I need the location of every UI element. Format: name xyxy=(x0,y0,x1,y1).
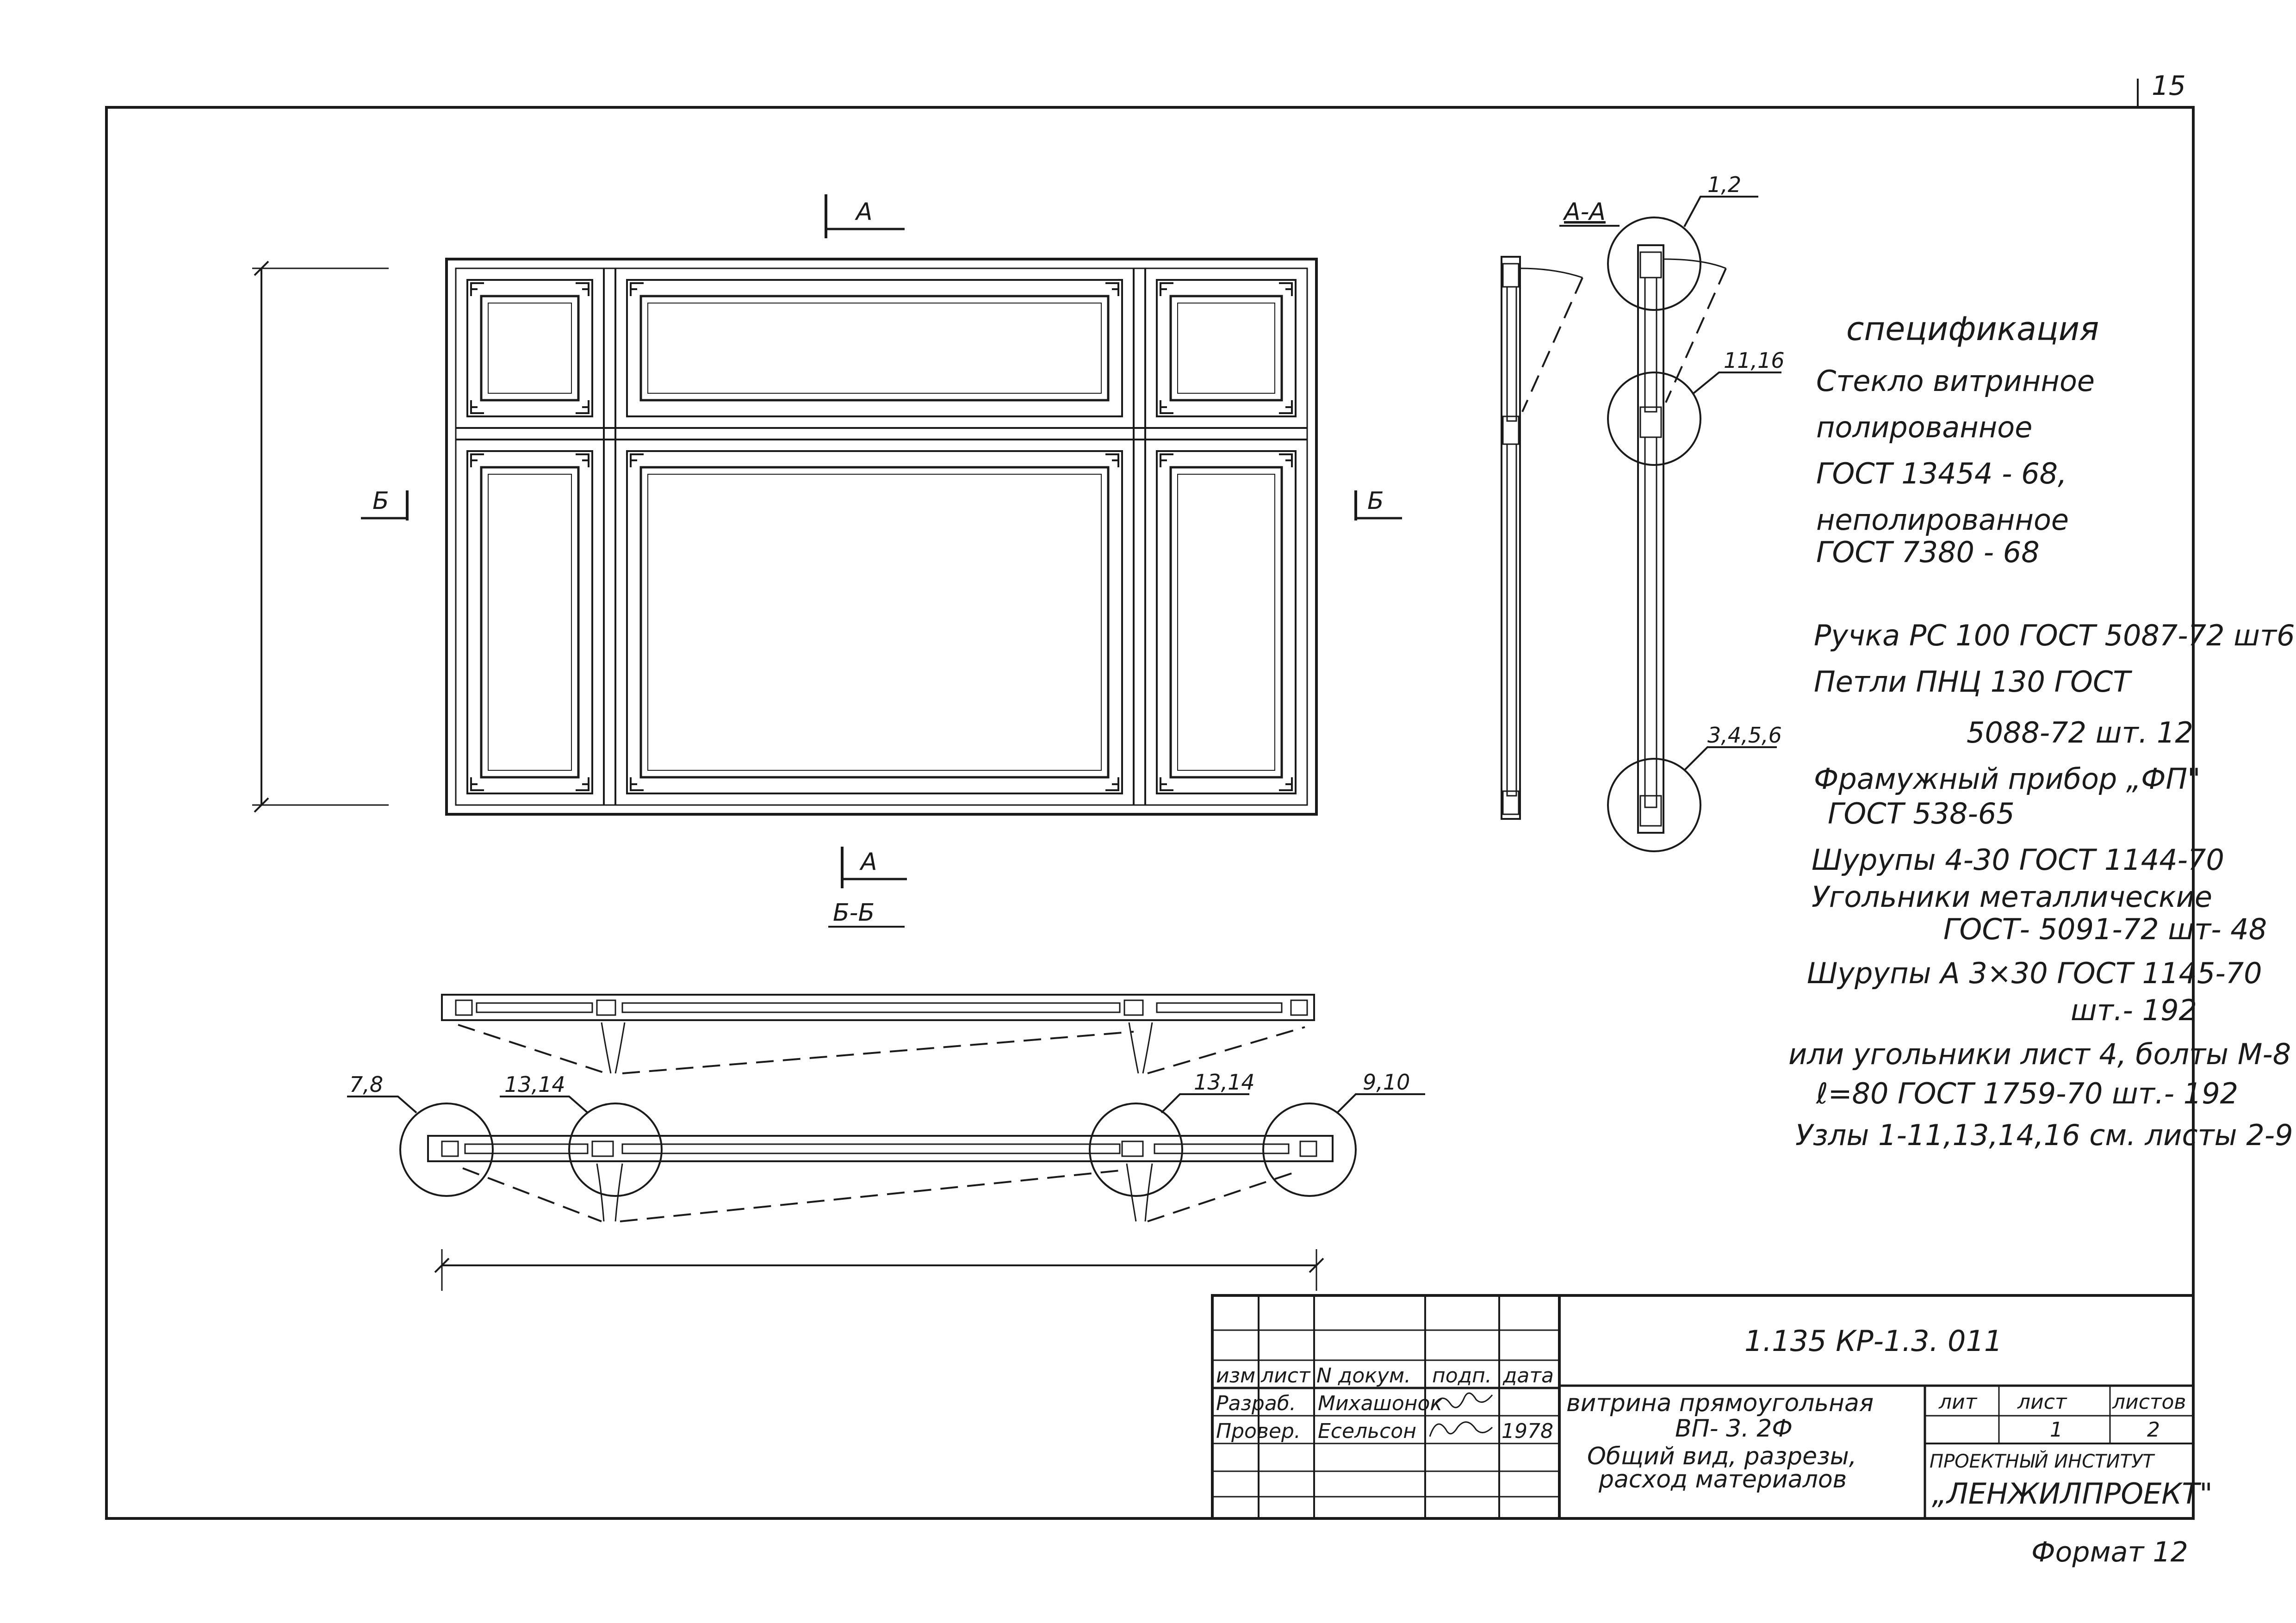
bb-upper-frame xyxy=(441,994,1315,1021)
cut-b-label-left: Б xyxy=(372,487,389,515)
cut-marker-a-bottom: А xyxy=(841,847,907,888)
bb-node-circle-left-inner xyxy=(568,1103,663,1197)
outer-frame xyxy=(445,258,1318,816)
callout-bb-right: 9,10 xyxy=(1363,1070,1410,1095)
aa-right-frame xyxy=(1637,244,1664,834)
spec-line-3: ГОСТ 13454 - 68, xyxy=(1816,457,2067,490)
title-block: изм лист N докум. подп. дата Разраб. Мих… xyxy=(1211,1294,2213,1520)
tb-sheet-header-lit: лит xyxy=(1938,1390,1978,1414)
front-elevation xyxy=(445,258,1318,816)
bb-node-circle-left xyxy=(399,1103,494,1197)
cut-a-label-top: А xyxy=(855,198,873,226)
tb-sheet-header-sheets: листов xyxy=(2112,1390,2186,1414)
spec-line-4: неполированное xyxy=(1816,503,2069,537)
sheet-frame xyxy=(105,106,2195,1520)
spec-line-18: Узлы 1-11,13,14,16 см. листы 2-9 xyxy=(1795,1118,2293,1152)
corner-brackets xyxy=(470,282,1293,791)
cut-marker-b-right: Б xyxy=(1354,487,1402,520)
spec-line-12: Угольники металлические xyxy=(1812,880,2212,914)
spec-line-16: или угольники лист 4, болты М-8 xyxy=(1788,1037,2291,1071)
tb-title-line-4: расход материалов xyxy=(1598,1466,1847,1493)
section-bb: Б-Б xyxy=(347,899,1425,1291)
sash-bottom-right xyxy=(1156,450,1297,794)
tb-title-line-1: витрина прямоугольная xyxy=(1566,1389,1874,1417)
tb-sheet-value: 1 xyxy=(2050,1418,2063,1442)
tb-role-checked: Провер. xyxy=(1216,1419,1301,1443)
format-label: Формат 12 xyxy=(2031,1536,2188,1568)
spec-line-11: Шурупы 4-30 ГОСТ 1144-70 xyxy=(1812,843,2224,877)
section-bb-title: Б-Б xyxy=(833,899,875,927)
page-number: 15 xyxy=(2152,70,2186,101)
spec-line-14: Шурупы А 3×30 ГОСТ 1145-70 xyxy=(1807,956,2262,990)
callout-bb-left: 7,8 xyxy=(349,1072,383,1097)
tb-institute-line-2: „ЛЕНЖИЛПРОЕКТ" xyxy=(1932,1477,2213,1511)
spec-line-5: ГОСТ 7380 - 68 xyxy=(1816,535,2040,569)
aa-node-circle-mid xyxy=(1607,372,1701,466)
tb-header-list: лист xyxy=(1260,1364,1311,1388)
spec-line-10: ГОСТ 538-65 xyxy=(1828,797,2015,830)
tb-title-line-2: ВП- 3. 2Ф xyxy=(1675,1415,1793,1443)
cut-marker-b-left: Б xyxy=(361,487,409,520)
cut-b-label-right: Б xyxy=(1367,487,1384,515)
bb-node-circle-right xyxy=(1262,1103,1357,1197)
tb-header-sign: подп. xyxy=(1432,1364,1492,1388)
cut-marker-a-top: А xyxy=(825,194,905,238)
cut-a-label-bottom: А xyxy=(859,848,877,876)
tb-role-developed: Разраб. xyxy=(1216,1392,1296,1415)
spec-line-9: Фрамужный прибор „ФП" xyxy=(1814,762,2201,796)
bb-lower-frame xyxy=(427,1135,1334,1162)
tb-date-checked: 1978 xyxy=(1502,1419,1553,1443)
aa-left-frame xyxy=(1501,256,1521,820)
signature-developed xyxy=(1431,1392,1493,1409)
sash-bottom-left xyxy=(466,450,593,794)
spec-line-13: ГОСТ- 5091-72 шт- 48 xyxy=(1943,912,2267,946)
tb-doc-code: 1.135 КР-1.3. 011 xyxy=(1744,1324,2002,1358)
aa-node-circle-top xyxy=(1607,217,1701,311)
specification: спецификация Стекло витринное полированн… xyxy=(1788,310,2295,1152)
sash-top-right xyxy=(1156,279,1297,417)
spec-line-8: 5088-72 шт. 12 xyxy=(1967,716,2193,750)
spec-line-6: Ручка РС 100 ГОСТ 5087-72 шт6 xyxy=(1814,619,2295,652)
spec-title: спецификация xyxy=(1846,310,2099,348)
section-aa-title: А-А xyxy=(1563,198,1606,226)
height-dimension xyxy=(252,260,389,813)
tb-name-checked: Есельсон xyxy=(1318,1419,1416,1443)
tb-sheet-header-sheet: лист xyxy=(2017,1390,2067,1414)
sash-top-center xyxy=(626,279,1123,417)
aa-node-circle-bottom xyxy=(1607,758,1701,852)
callout-aa-bottom: 3,4,5,6 xyxy=(1707,723,1782,748)
callout-aa-mid: 11,16 xyxy=(1724,348,1785,373)
spec-line-2: полированное xyxy=(1816,410,2032,444)
tb-sheets-value: 2 xyxy=(2147,1418,2160,1442)
signature-checked xyxy=(1429,1421,1493,1437)
tb-header-izm: изм xyxy=(1216,1364,1255,1388)
sash-bottom-center xyxy=(626,450,1123,794)
tb-header-date: дата xyxy=(1502,1364,1554,1388)
callout-bb-right-inner: 13,14 xyxy=(1194,1070,1255,1095)
tb-name-developed: Михашонок xyxy=(1318,1392,1442,1415)
outer-frame-inner-edge xyxy=(455,267,1308,806)
spec-line-1: Стекло витринное xyxy=(1816,364,2095,398)
spec-line-17: ℓ=80 ГОСТ 1759-70 шт.- 192 xyxy=(1816,1077,2238,1110)
spec-line-7: Петли ПНЦ 130 ГОСТ xyxy=(1814,665,2132,699)
tb-title-line-3: Общий вид, разрезы, xyxy=(1587,1443,1856,1470)
tb-header-doc: N докум. xyxy=(1316,1364,1411,1388)
tb-institute-line-1: ПРОЕКТНЫЙ ИНСТИТУТ xyxy=(1930,1450,2155,1472)
spec-line-15: шт.- 192 xyxy=(2071,993,2197,1027)
callout-aa-top: 1,2 xyxy=(1707,172,1741,197)
callout-bb-left-inner: 13,14 xyxy=(504,1072,565,1097)
section-aa: А-А 1,2 11,16 3,4,5,6 xyxy=(1501,172,1785,852)
sash-top-left xyxy=(466,279,593,417)
bb-node-circle-right-inner xyxy=(1089,1103,1183,1197)
